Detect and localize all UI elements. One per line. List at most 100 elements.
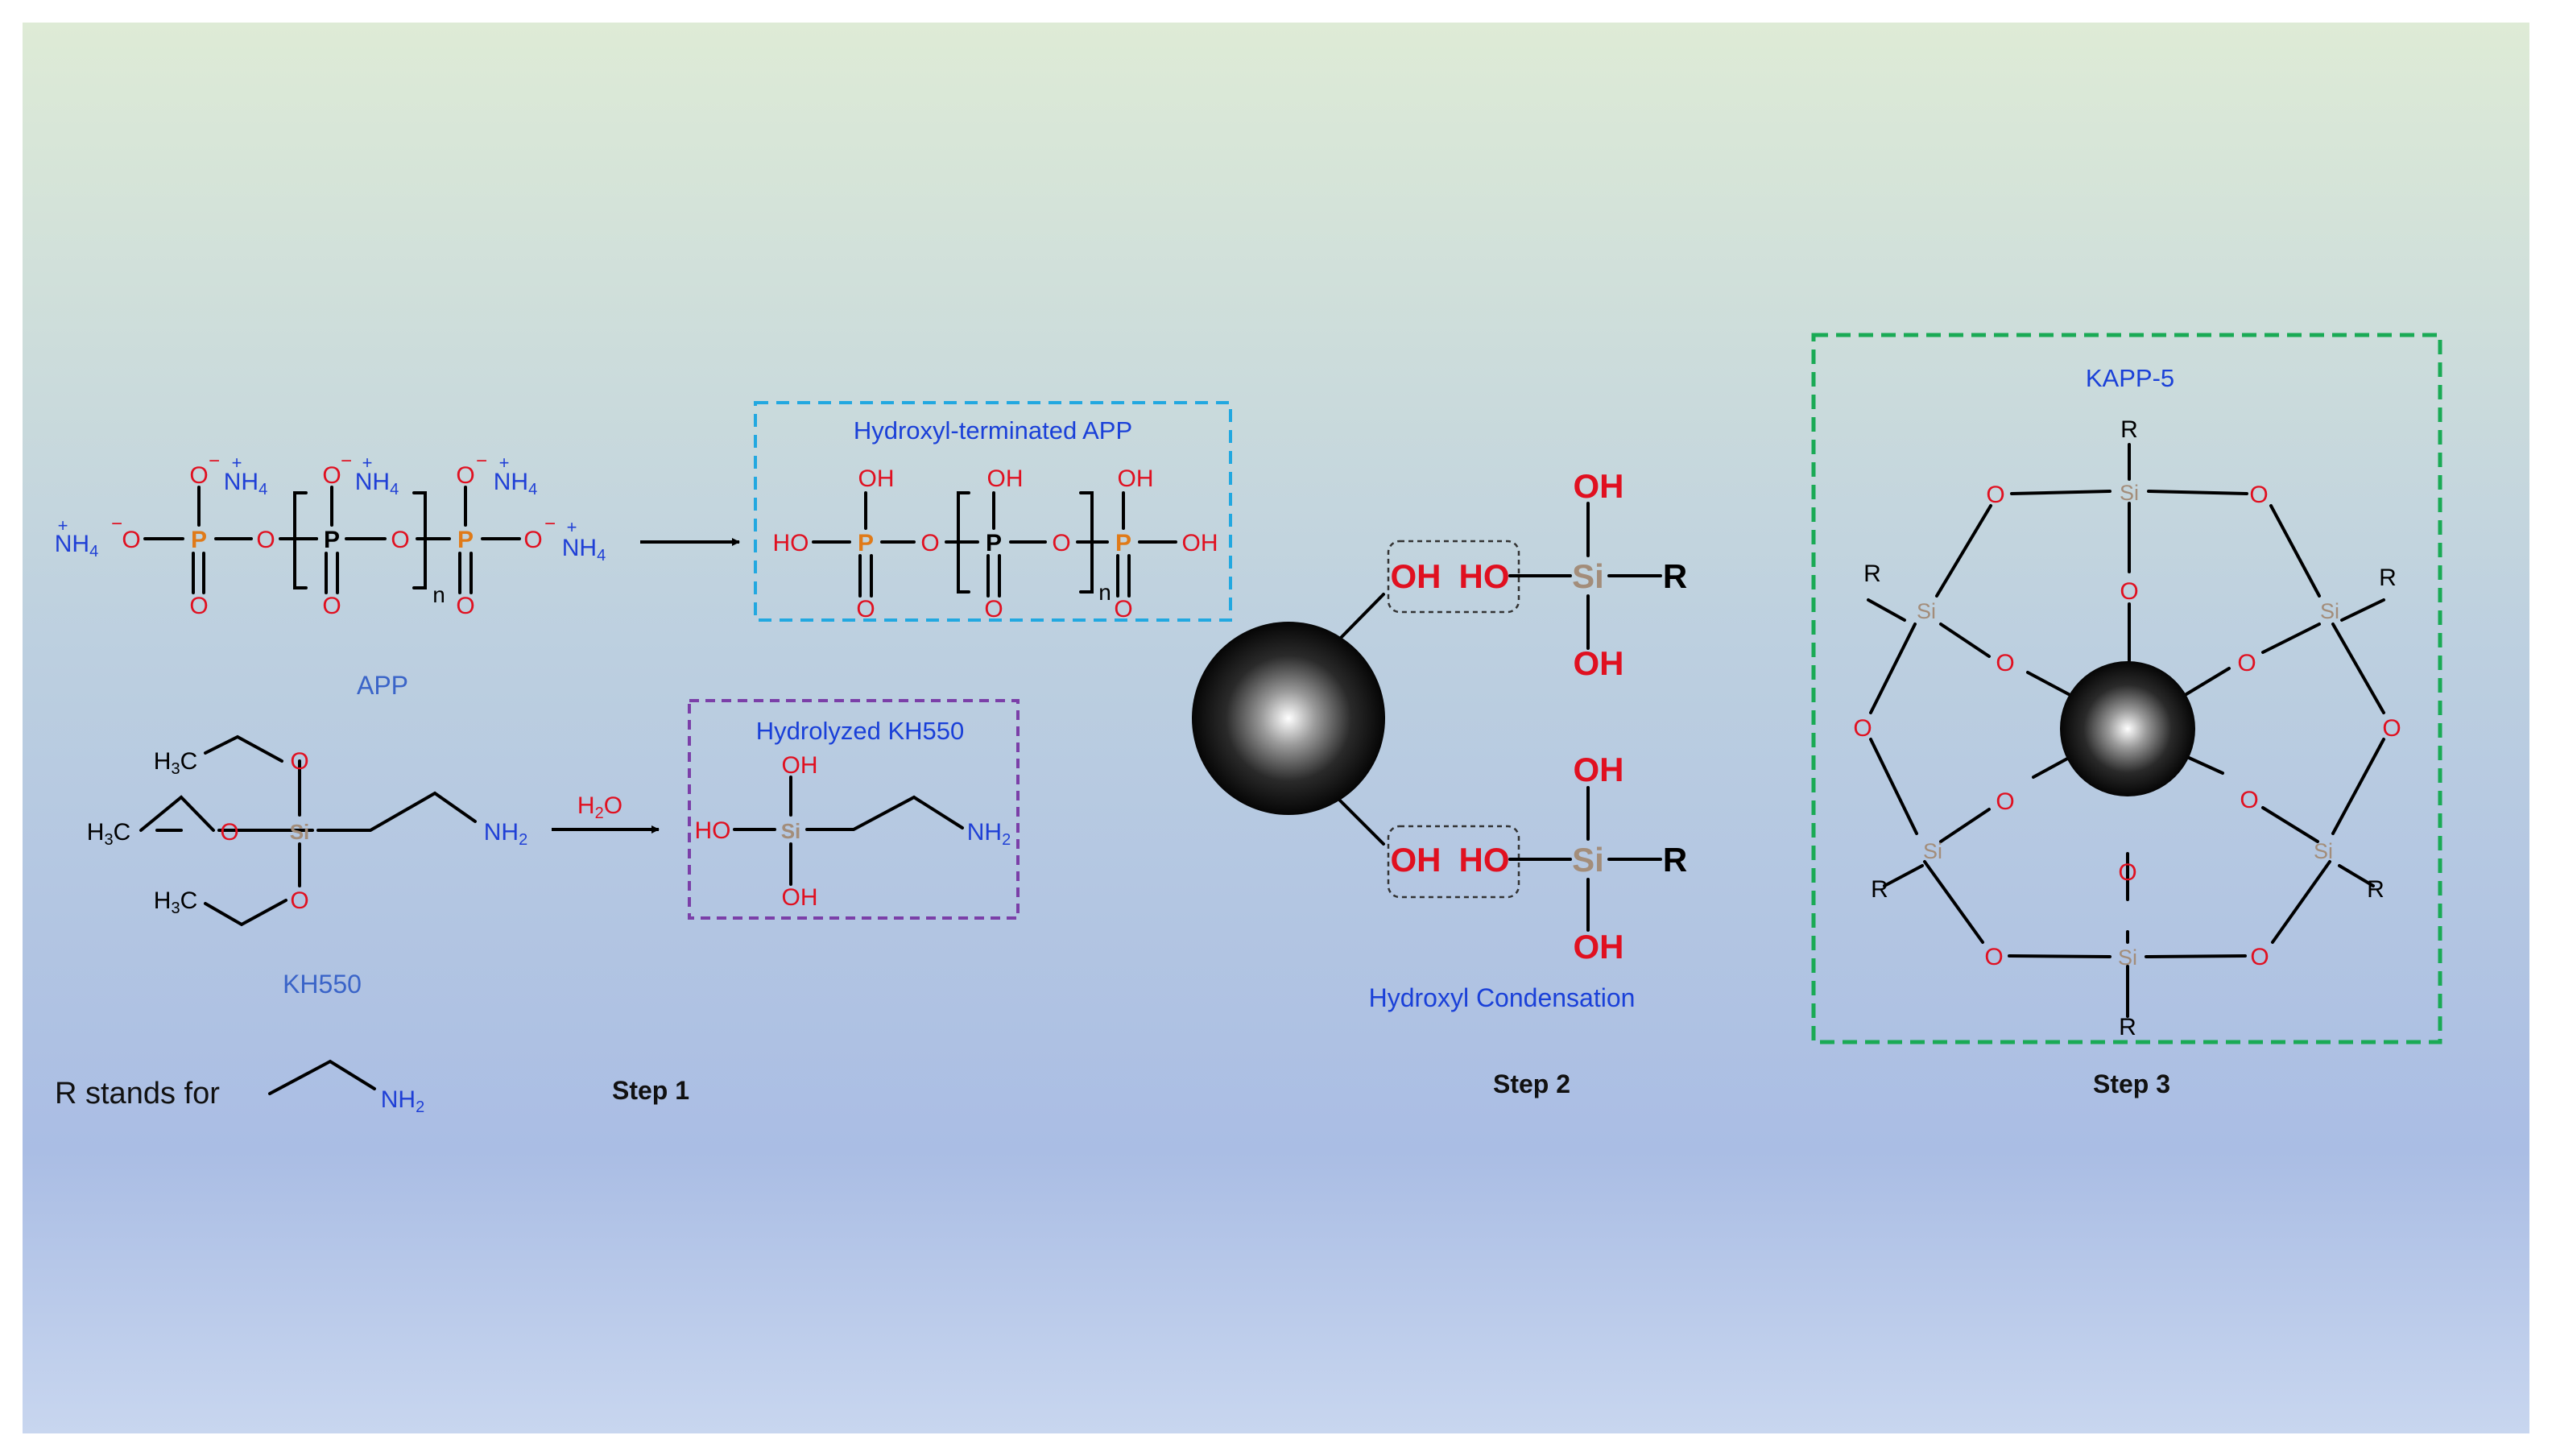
atom-ho: HO <box>773 530 809 556</box>
atom-p: P <box>858 530 874 556</box>
atom-r: R <box>1663 841 1687 879</box>
atom-o: O <box>1996 650 2014 676</box>
atom-si: Si <box>1572 557 1604 595</box>
sphere-particle <box>2060 661 2195 796</box>
atom-p: P <box>1115 530 1131 556</box>
atom-o: O <box>456 462 474 489</box>
condensation-box-upper <box>1387 540 1520 614</box>
atom-o: O <box>1853 715 1872 742</box>
charge-plus: + <box>58 515 68 536</box>
charge-minus: − <box>111 513 122 535</box>
svg-text:H3C: H3C <box>154 887 197 917</box>
hydroxyl-condensation-label: Hydroxyl Condensation <box>1369 983 1636 1012</box>
atom-nh4: NH4 <box>224 469 267 498</box>
atom-o: O <box>1114 596 1132 623</box>
atom-o: O <box>1984 944 2003 970</box>
kh550-molecule: H3C O H3C O Si O H3C NH2 <box>87 748 527 917</box>
charge-plus: + <box>499 453 510 473</box>
kapp5-box <box>1811 333 2442 1044</box>
atom-o: O <box>391 527 409 553</box>
atom-si: Si <box>1917 599 1936 623</box>
step2-upper-silane: OH HO Si OH OH R <box>1391 467 1688 682</box>
atom-o: O <box>189 462 208 489</box>
atom-o: O <box>322 462 341 489</box>
atom-o: O <box>1052 530 1070 556</box>
atom-si: Si <box>1572 841 1604 879</box>
atom-o: O <box>189 593 208 619</box>
kapp5-structure: R Si O O O R R Si Si O O O O O O Si Si R… <box>1853 416 2401 1040</box>
atom-ho: HO <box>695 817 731 844</box>
atom-o: O <box>322 593 341 619</box>
atom-r: R <box>1663 557 1687 595</box>
atom-nh4: NH4 <box>494 469 537 498</box>
atom-oh: OH <box>1182 530 1218 556</box>
atom-p: P <box>986 530 1002 556</box>
condensation-box-lower <box>1387 825 1520 899</box>
atom-ho: HO <box>1459 841 1510 879</box>
hydroxyl-terminated-app-title: Hydroxyl-terminated APP <box>854 416 1132 445</box>
charge-plus: + <box>232 453 242 473</box>
atom-oh: OH <box>858 465 895 492</box>
step1-label: Step 1 <box>612 1076 689 1105</box>
atom-r: R <box>1871 876 1888 903</box>
atom-oh: OH <box>782 884 818 911</box>
atom-ho: HO <box>1459 557 1510 595</box>
atom-o: O <box>2250 944 2269 970</box>
atom-o: O <box>2240 787 2258 813</box>
step2-lower-silane: OH HO Si OH OH R <box>1391 751 1688 966</box>
hydrolyzed-kh550-title: Hydrolyzed KH550 <box>756 717 964 745</box>
hydroxyl-terminated-app-box <box>754 401 1232 622</box>
r-legend-text: R stands for <box>55 1077 220 1111</box>
atom-o: O <box>856 596 875 623</box>
hydroxyl-terminated-app-molecule: HO P OH O O P OH O O n P OH O OH <box>773 465 1218 623</box>
atom-oh: OH <box>1574 467 1624 505</box>
atom-r: R <box>2119 1014 2136 1040</box>
atom-oh: OH <box>1391 557 1441 595</box>
atom-r: R <box>2120 416 2138 443</box>
charge-plus: + <box>567 517 577 537</box>
atom-p: P <box>324 527 340 553</box>
atom-o: O <box>220 819 238 846</box>
atom-o: O <box>2120 578 2138 605</box>
charge-minus: − <box>341 450 352 472</box>
atom-nh4: NH4 <box>562 535 606 565</box>
atom-si: Si <box>2314 839 2333 863</box>
atom-si: Si <box>1923 839 1942 863</box>
atom-p: P <box>191 527 207 553</box>
atom-r: R <box>1863 560 1881 587</box>
atom-si: Si <box>2320 599 2339 623</box>
atom-r: R <box>2379 565 2397 591</box>
charge-minus: − <box>209 450 220 472</box>
sphere-particle <box>1192 622 1385 815</box>
atom-oh: OH <box>1574 928 1624 966</box>
app-label: APP <box>357 671 408 700</box>
charge-minus: − <box>476 450 487 472</box>
atom-si: Si <box>781 819 801 843</box>
atom-nh2: NH2 <box>484 819 527 849</box>
hydrolyzed-kh550-box <box>688 699 1020 920</box>
atom-oh: OH <box>1574 644 1624 682</box>
kh550-label: KH550 <box>283 970 362 999</box>
atom-o: O <box>456 593 474 619</box>
atom-o: O <box>256 527 275 553</box>
atom-o: O <box>2249 482 2268 508</box>
charge-plus: + <box>362 453 373 473</box>
charge-minus: − <box>544 513 556 535</box>
atom-p: P <box>457 527 474 553</box>
atom-oh: OH <box>1574 751 1624 788</box>
atom-o: O <box>1986 482 2004 508</box>
atom-si: Si <box>2120 481 2139 505</box>
hydrolyzed-kh550-molecule: OH HO Si OH NH2 <box>695 752 1011 911</box>
atom-o: O <box>2118 859 2136 886</box>
atom-o: O <box>290 748 308 775</box>
atom-si: Si <box>290 820 310 844</box>
svg-text:H3C: H3C <box>154 748 197 778</box>
atom-o: O <box>984 596 1003 623</box>
step3-label: Step 3 <box>2093 1069 2170 1098</box>
atom-nh4: NH4 <box>55 531 98 560</box>
bonds <box>139 443 2385 1095</box>
atom-o: O <box>290 887 308 914</box>
atom-r: R <box>2367 876 2384 903</box>
